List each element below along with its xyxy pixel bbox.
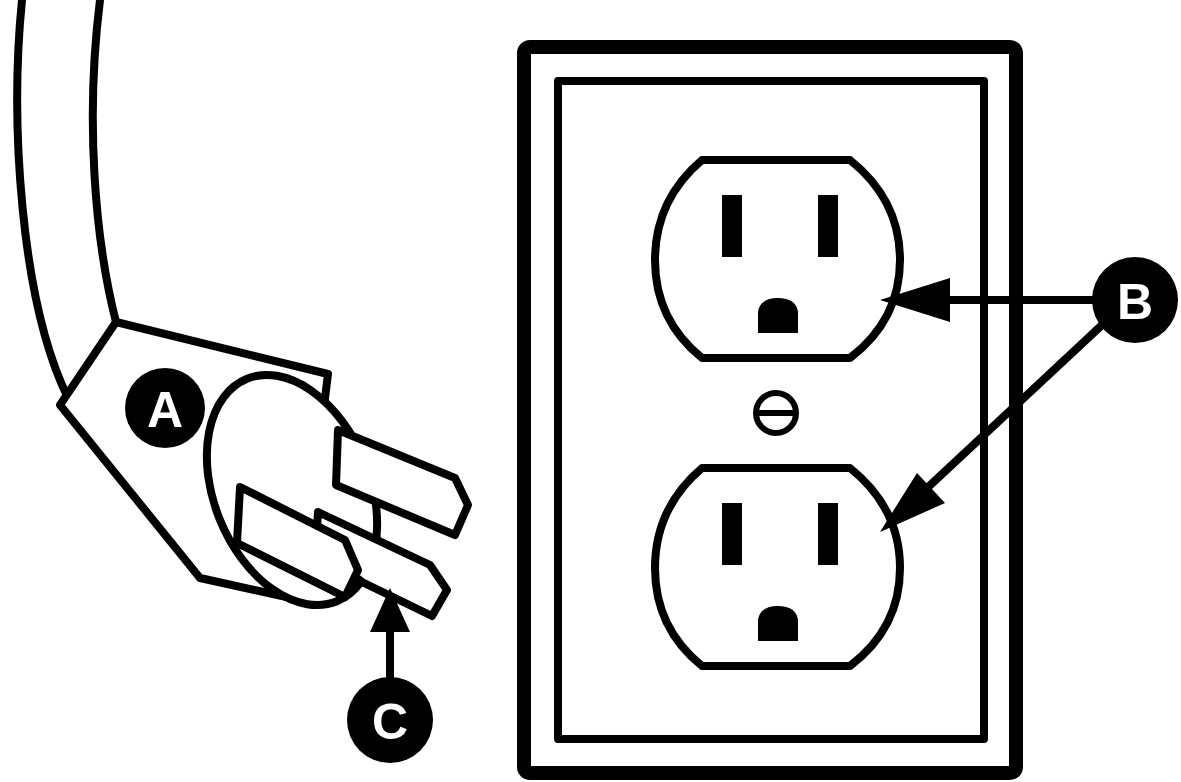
slot — [818, 503, 838, 565]
ground-hole — [758, 298, 798, 333]
leader-line — [925, 325, 1102, 490]
arrowhead — [880, 473, 945, 532]
cord — [93, 0, 116, 322]
callout-circle — [1092, 257, 1178, 343]
screw-slot — [757, 410, 795, 416]
callout-circle — [125, 368, 205, 448]
receptacle — [655, 468, 900, 666]
leader-line — [940, 296, 1095, 304]
arrowhead — [370, 588, 410, 632]
wall-plate-inner — [558, 81, 984, 739]
leader-line — [386, 625, 394, 682]
slot — [818, 195, 838, 257]
screw — [756, 393, 796, 433]
callout-circle — [347, 677, 433, 763]
slot — [722, 503, 742, 565]
ground-hole — [758, 606, 798, 641]
receptacle — [655, 160, 900, 358]
cord — [17, 0, 68, 398]
callout-letter: C — [372, 697, 408, 747]
callout-letter: A — [147, 385, 183, 435]
callout-letter: B — [1117, 277, 1153, 327]
blade-prong — [237, 487, 358, 597]
blade-prong — [336, 430, 468, 535]
arrowhead — [880, 278, 950, 322]
slot — [722, 195, 742, 257]
wall-plate — [524, 47, 1016, 773]
